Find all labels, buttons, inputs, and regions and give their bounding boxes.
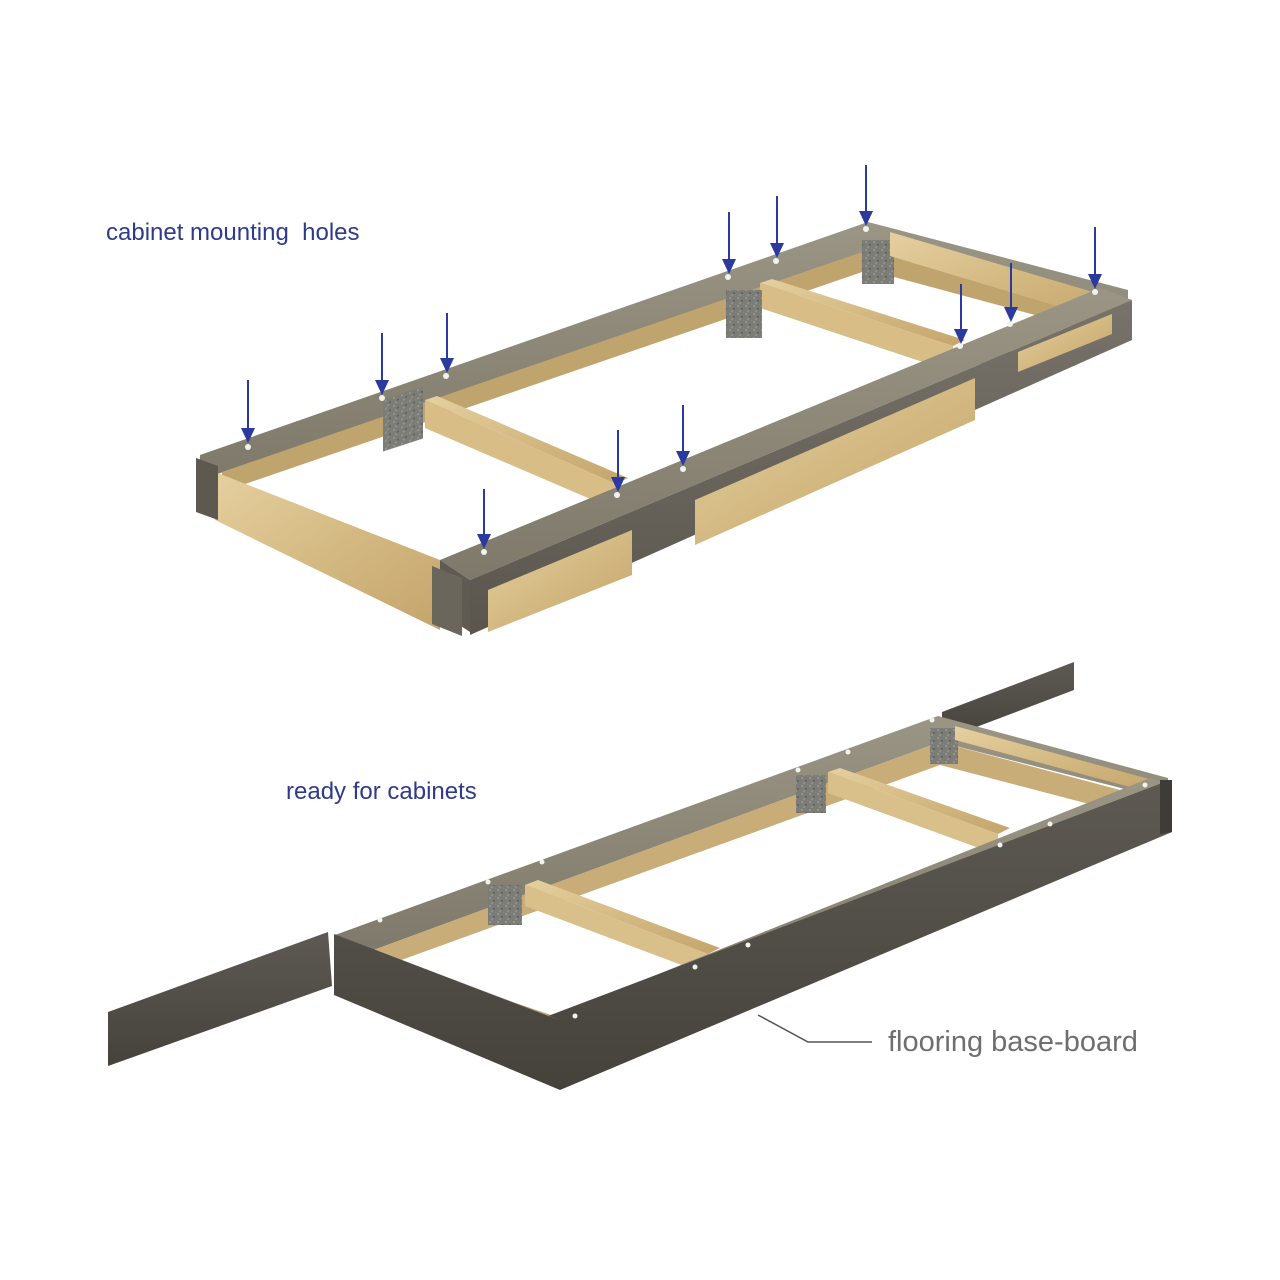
- top-right-end-wood: [890, 232, 1120, 325]
- top-cross-member-1: [425, 396, 628, 484]
- top-front-left-corner: [432, 566, 462, 636]
- baseboard-right-edge: [1160, 780, 1172, 834]
- bottom-right-end-wood: [955, 726, 1160, 795]
- down-arrow-icon: [1088, 227, 1102, 289]
- mounting-hole-icon: [1047, 821, 1053, 827]
- top-frame: [196, 222, 1132, 636]
- down-arrow-icon: [954, 284, 968, 344]
- bottom-bracket-3: [930, 728, 958, 764]
- mounting-hole-icon: [1142, 782, 1148, 788]
- down-arrow-icon: [477, 489, 491, 549]
- mounting-hole-icon: [745, 942, 751, 948]
- mounting-hole-icon: [773, 258, 779, 264]
- top-cross-member-1-face: [425, 400, 616, 510]
- mounting-hole-icon: [929, 717, 935, 723]
- mounting-hole-icon: [680, 466, 686, 472]
- mounting-hole-icon: [539, 859, 545, 865]
- down-arrow-icon: [676, 405, 690, 466]
- down-arrow-icon: [611, 430, 625, 492]
- mounting-hole-icon: [845, 749, 851, 755]
- label-flooring-base-board: flooring base-board: [888, 1026, 1138, 1058]
- bottom-cross-member-1: [525, 880, 720, 954]
- mounting-hole-icon: [1092, 289, 1098, 295]
- bottom-bracket-1: [488, 885, 522, 925]
- bottom-mounting-holes: [377, 717, 1148, 1019]
- mounting-hole-icon: [795, 767, 801, 773]
- top-mounting-holes: [245, 226, 1098, 555]
- mounting-hole-icon: [377, 917, 383, 923]
- down-arrow-icon: [722, 212, 736, 274]
- top-left-corner: [196, 458, 218, 520]
- down-arrow-icon: [440, 313, 454, 373]
- mounting-hole-icon: [245, 444, 251, 450]
- mounting-hole-icon: [481, 549, 487, 555]
- label-ready-for-cabinets: ready for cabinets: [286, 778, 477, 805]
- bottom-cross-member-1-face: [525, 885, 708, 975]
- mounting-hole-icon: [379, 395, 385, 401]
- mounting-hole-icon: [614, 492, 620, 498]
- mounting-hole-icon: [485, 879, 491, 885]
- down-arrow-icon: [375, 333, 389, 395]
- top-bracket-1: [383, 386, 423, 452]
- down-arrow-icon: [770, 196, 784, 258]
- down-arrow-icon: [1004, 263, 1018, 322]
- top-bracket-3: [862, 240, 894, 284]
- down-arrows: [241, 165, 1102, 549]
- top-cross-member-2: [760, 279, 965, 346]
- mounting-hole-icon: [443, 373, 449, 379]
- mounting-hole-icon: [863, 226, 869, 232]
- top-front-window-3: [1018, 314, 1112, 372]
- down-arrow-icon: [241, 380, 255, 443]
- top-bracket-2: [726, 290, 762, 338]
- bottom-cross-member-2: [828, 768, 1010, 834]
- top-front-rail-top: [440, 288, 1132, 580]
- top-front-window-1: [488, 530, 632, 632]
- mounting-hole-icon: [572, 1013, 578, 1019]
- mounting-hole-icon: [725, 274, 731, 280]
- top-front-window-2: [695, 378, 975, 545]
- bottom-bracket-2: [796, 775, 826, 813]
- baseboard-left: [108, 932, 332, 1066]
- bottom-cross-member-2-face: [828, 772, 998, 855]
- top-cross-member-2-face: [760, 283, 953, 372]
- bottom-frame: [108, 662, 1172, 1090]
- label-cabinet-mounting-holes: cabinet mounting holes: [106, 219, 360, 246]
- mounting-hole-icon: [1007, 321, 1013, 327]
- top-left-end-wood: [215, 472, 440, 630]
- baseboard-back: [942, 662, 1074, 740]
- down-arrow-icon: [859, 165, 873, 226]
- mounting-hole-icon: [997, 842, 1003, 848]
- bottom-back-rail: [335, 716, 1168, 955]
- mounting-hole-icon: [957, 343, 963, 349]
- baseboard-leader-line: [757, 1014, 872, 1043]
- mounting-hole-icon: [692, 964, 698, 970]
